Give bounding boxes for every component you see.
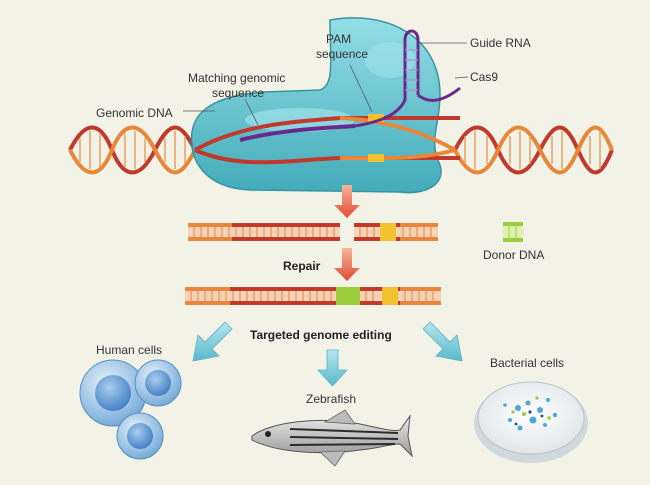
- repair-arrow: [334, 248, 360, 281]
- bacterial-petri-dish: [474, 381, 588, 463]
- donor-dna: [503, 222, 523, 242]
- label-matching-genomic-1: Matching genomic: [188, 71, 285, 85]
- unwound-dna: [194, 114, 460, 165]
- label-bacterial-cells: Bacterial cells: [490, 356, 564, 370]
- zebrafish-illustration: [251, 409, 413, 467]
- label-zebrafish: Zebrafish: [306, 392, 356, 406]
- label-genomic-dna: Genomic DNA: [96, 106, 173, 120]
- label-targeted-editing: Targeted genome editing: [250, 328, 392, 342]
- label-cas9: Cas9: [470, 70, 498, 84]
- repaired-dna-strand: [185, 287, 441, 305]
- label-donor-dna: Donor DNA: [483, 248, 544, 262]
- pam-site-top: [368, 114, 384, 122]
- leader-lines: [183, 42, 469, 126]
- label-human-cells: Human cells: [96, 343, 162, 357]
- label-guide-rna: Guide RNA: [470, 36, 531, 50]
- label-matching-genomic-2: sequence: [212, 86, 264, 100]
- arrow-to-human-cells: [192, 321, 233, 362]
- label-pam-1: PAM: [326, 32, 351, 46]
- genomic-dna-helix: [68, 125, 614, 175]
- label-pam-2: sequence: [316, 47, 368, 61]
- arrow-to-zebrafish: [317, 349, 348, 387]
- cut-arrow: [334, 185, 360, 218]
- arrow-to-bacterial-cells: [422, 321, 463, 362]
- guide-rna: [239, 29, 461, 142]
- pam-site-bottom: [368, 154, 384, 162]
- label-repair: Repair: [283, 259, 321, 273]
- inserted-donor-segment: [336, 287, 360, 305]
- cut-dna-strand: [188, 223, 438, 241]
- human-cells-illustration: [79, 359, 182, 460]
